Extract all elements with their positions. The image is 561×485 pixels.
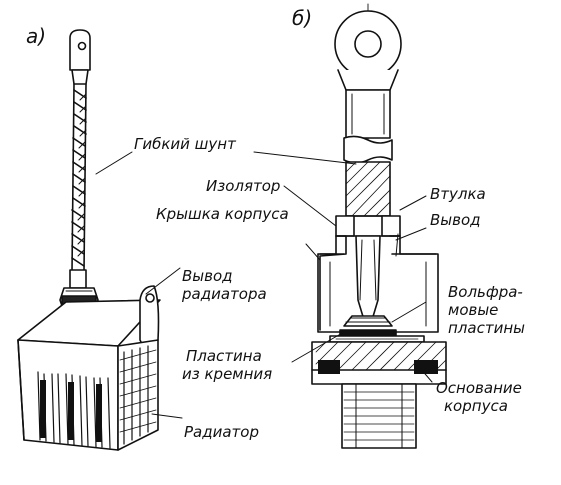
label-tungsten-2: мовые xyxy=(448,301,499,319)
label-radiator-lead-1: Вывод xyxy=(182,267,233,285)
lead-pin xyxy=(355,235,381,321)
flexible-shunt-braid xyxy=(71,83,87,273)
label-case-base-2: корпуса xyxy=(444,397,508,415)
tungsten-lower-plate xyxy=(339,329,397,337)
shunt-lug-hole xyxy=(77,41,87,51)
label-radiator-lead-2: радиатора xyxy=(182,285,267,303)
radiator-lug-hole xyxy=(145,293,155,303)
diode-assembly-view xyxy=(17,29,161,451)
label-silicon-2: из кремния xyxy=(182,365,273,383)
label-silicon-1: Пластина xyxy=(186,347,262,365)
radiator-fins xyxy=(37,345,157,449)
label-tungsten-3: пластины xyxy=(448,319,525,337)
shunt-top-lug xyxy=(69,29,91,71)
label-tungsten-1: Вольфра- xyxy=(448,283,523,301)
shunt-ferrule xyxy=(69,269,87,289)
terminal-lug-hole xyxy=(354,30,382,58)
case-cover xyxy=(317,235,347,331)
panel-b-label: б) xyxy=(292,6,313,30)
label-insulator: Изолятор xyxy=(206,177,281,195)
bushing-hatch xyxy=(345,161,391,217)
panel-a-label: а) xyxy=(26,24,47,48)
label-radiator: Радиатор xyxy=(184,423,259,441)
radiator-top-face xyxy=(17,299,161,347)
base-hatch xyxy=(315,341,447,371)
insulator-right xyxy=(381,215,401,237)
label-case-cover: Крышка корпуса xyxy=(156,205,289,223)
leader-lines xyxy=(95,151,433,419)
lead-tube xyxy=(345,89,391,139)
insulator xyxy=(335,215,355,237)
label-bushing: Втулка xyxy=(430,185,486,203)
label-lead: Вывод xyxy=(430,211,481,229)
label-case-base-1: Основание xyxy=(436,379,522,397)
diode-section-view xyxy=(311,3,447,449)
label-flexible-shunt: Гибкий шунт xyxy=(134,135,236,153)
